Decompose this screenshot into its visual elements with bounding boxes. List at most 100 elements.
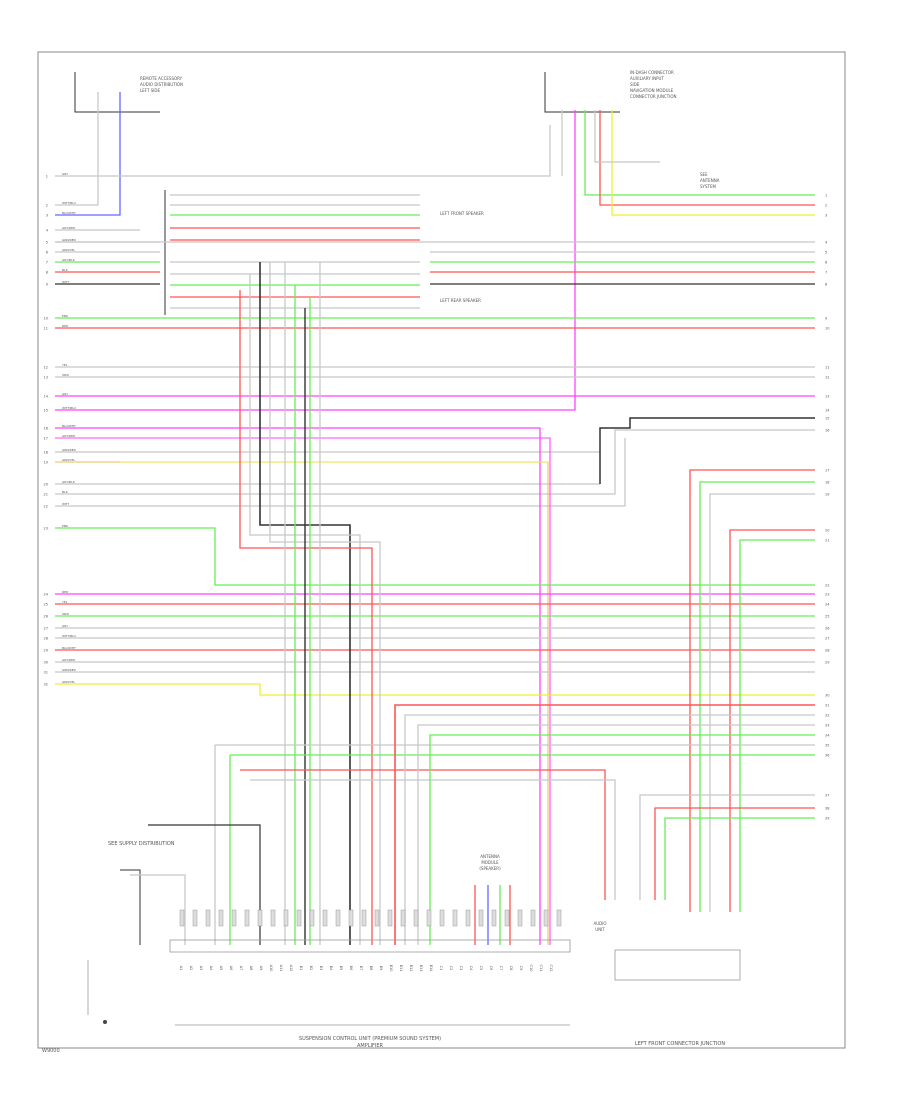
left-wire-label: GRN/RED: [62, 448, 77, 452]
main-connector: [169, 939, 571, 953]
wire-gray: [55, 125, 551, 177]
top-right-block-label: CONNECTOR JUNCTION: [630, 94, 677, 99]
diagram-frame: [37, 51, 846, 1049]
left-pin-number: 30: [44, 661, 48, 665]
right-pin-number: 9: [825, 317, 827, 321]
left-wire-label: GRY: [62, 392, 68, 396]
right-pin-number: 24: [825, 603, 830, 607]
speaker-label: LEFT REAR SPEAKER: [440, 298, 481, 303]
wire-gray: [55, 92, 99, 206]
right-pin-number: 39: [825, 817, 829, 821]
pin-terminal: [517, 909, 523, 927]
right-pin-number: 23: [825, 593, 829, 597]
wire-red: [599, 110, 815, 206]
wire-magenta: [55, 437, 551, 945]
bottom-pin-label: A3: [199, 966, 203, 971]
left-pin-number: 25: [44, 603, 48, 607]
left-pin-number: 29: [44, 649, 48, 653]
left-pin-number: 28: [44, 637, 48, 641]
top-left-block-label: REMOTE ACCESSORY: [140, 76, 183, 81]
left-wire-label: BLU/WHT: [62, 424, 76, 428]
left-pin-number: 12: [44, 366, 48, 370]
bottom-pin-label: C3: [459, 966, 463, 971]
left-pin-number: 17: [44, 437, 48, 441]
left-pin-number: 16: [44, 427, 48, 431]
left-wire-label: RED: [62, 324, 69, 328]
right-connector: [614, 949, 741, 981]
bottom-pin-label: A12: [289, 965, 293, 972]
wire-black: [74, 72, 160, 113]
left-pin-number: 26: [44, 615, 48, 619]
antenna-label: MODULE: [481, 860, 499, 865]
right-pin-number: 26: [825, 627, 829, 631]
pin-terminal: [270, 909, 276, 927]
right-pin-number: 31: [825, 704, 829, 708]
bottom-pin-label: A11: [279, 965, 283, 972]
left-wire-label: GRY/RED: [62, 434, 76, 438]
left-pin-number: 2: [46, 204, 48, 208]
bottom-pin-label: A10: [269, 965, 273, 972]
left-wire-label: WHT/BLU: [62, 201, 76, 205]
wire-gray: [250, 779, 616, 900]
left-wire-label: RED: [62, 590, 69, 594]
antenna-label: ANTENNA: [480, 854, 500, 859]
mid-module-label: AUDIO: [593, 921, 606, 926]
right-pin-number: 35: [825, 744, 829, 748]
right-pin-number: 8: [825, 283, 827, 287]
connector-layer: [87, 909, 741, 1026]
pin-terminal: [257, 909, 263, 927]
near-right-label: SYSTEM: [700, 184, 716, 189]
wire-gray: [639, 794, 815, 900]
pin-terminal: [374, 909, 380, 927]
antenna-label: (SPEAKER): [479, 866, 501, 871]
left-pin-number: 21: [44, 493, 48, 497]
bottom-pin-label: B2: [309, 966, 313, 971]
pin-terminal: [244, 909, 250, 927]
right-pin-number: 25: [825, 615, 829, 619]
bottom-pin-label: C2: [449, 966, 453, 971]
bottom-pin-label: B3: [319, 966, 323, 971]
wire-red: [394, 704, 815, 945]
wire-black: [120, 869, 141, 945]
pin-terminal: [543, 909, 549, 927]
wire-green: [739, 539, 815, 912]
right-pin-number: 10: [825, 327, 829, 331]
left-pin-number: 5: [46, 241, 48, 245]
bottom-pin-label: C5: [479, 966, 483, 971]
left-wire-label: WHT: [62, 280, 69, 284]
left-wire-label: ORN: [62, 373, 69, 377]
wire-gray: [600, 429, 815, 495]
pin-terminal: [179, 909, 185, 927]
left-wire-label: YEL: [62, 600, 68, 604]
bottom-pin-label: B11: [399, 965, 403, 972]
right-pin-number: 7: [825, 271, 827, 275]
bottom-pin-label: B14: [429, 965, 433, 973]
pin-terminal: [491, 909, 497, 927]
left-pin-number: 1: [46, 175, 48, 179]
pin-terminal: [218, 909, 224, 927]
left-wire-label: BLK: [62, 268, 69, 272]
mid-module-label: UNIT: [595, 927, 605, 932]
near-right-label: ANTENNA: [700, 178, 720, 183]
right-pin-number: 3: [825, 214, 827, 218]
left-wire-label: GRN/YEL: [62, 680, 75, 684]
left-wire-label: GRY/BLK: [62, 258, 76, 262]
right-pin-number: 13: [825, 395, 829, 399]
pin-terminal: [335, 909, 341, 927]
left-pin-number: 15: [44, 409, 48, 413]
right-pin-number: 37: [825, 794, 829, 798]
bottom-pin-label: C8: [509, 966, 513, 971]
bottom-pin-label: B4: [329, 966, 333, 971]
right-pin-number: 32: [825, 714, 829, 718]
lower-right-label: LEFT FRONT CONNECTOR JUNCTION: [635, 1041, 725, 1047]
bottom-pin-label: A5: [219, 966, 223, 971]
pin-terminal: [205, 909, 211, 927]
left-pin-number: 3: [46, 214, 48, 218]
pin-terminal: [465, 909, 471, 927]
left-wire-label: WHT: [62, 502, 69, 506]
wire-magenta: [55, 110, 576, 411]
right-pin-number: 18: [825, 481, 829, 485]
left-wire-label: GRN/RED: [62, 668, 77, 672]
left-pin-number: 19: [44, 461, 48, 465]
wire-red: [654, 807, 815, 900]
